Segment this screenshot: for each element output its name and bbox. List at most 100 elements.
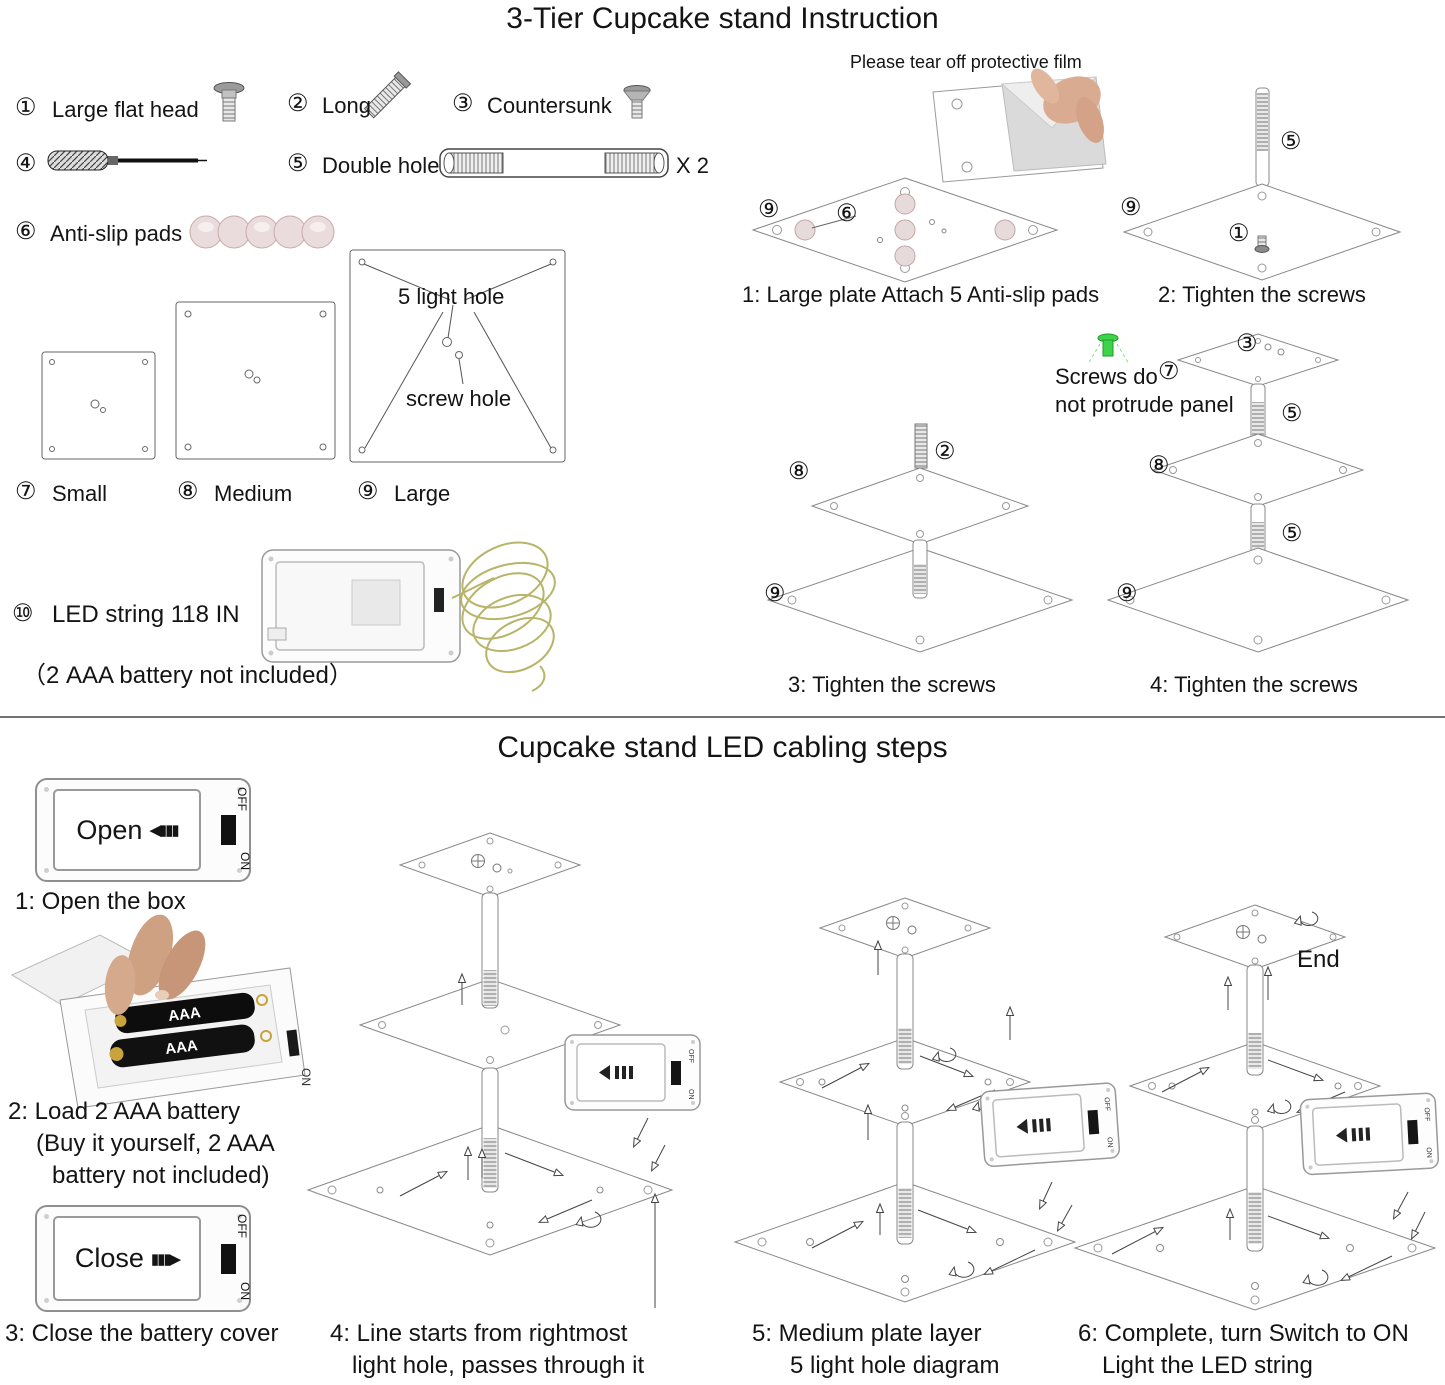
battery-box-open: Open ◀▮▮▮ OFF ON <box>35 778 252 882</box>
long-screw-icon <box>363 71 412 119</box>
battery-1-label: AAA <box>167 1004 201 1025</box>
open-arrow-icon: ◀▮▮▮ <box>149 822 179 839</box>
screw-dot <box>237 868 242 873</box>
screw-dot <box>44 787 49 792</box>
step4-label-8: ⑧ <box>1148 452 1170 479</box>
screw-note-line2: not protrude panel <box>1055 392 1234 417</box>
step2-label-9: ⑨ <box>1120 194 1142 221</box>
step1-label-9: ⑨ <box>758 196 780 223</box>
cable-path-arrows <box>811 942 1073 1278</box>
part-2-number: ② <box>287 90 309 117</box>
part-5-label: Double hole <box>322 153 440 178</box>
part-10-number: ⑩ <box>12 600 34 627</box>
part-1-number: ① <box>15 94 37 121</box>
small-plate-preview <box>41 351 156 460</box>
led-wire-coil <box>451 541 556 692</box>
cabling-step3: 3: Close the battery cover <box>5 1320 279 1347</box>
screw-dot <box>237 1214 242 1219</box>
close-label: Close <box>74 1243 144 1273</box>
hand-icon <box>1030 68 1104 143</box>
cabling-step2-line2: (Buy it yourself, 2 AAA <box>36 1130 275 1157</box>
stand-step4-diagram <box>306 832 701 1308</box>
battery-box-close: Close ▮▮▮▶ OFF ON <box>35 1205 252 1312</box>
on-label: ON <box>238 1282 252 1300</box>
screw-dot <box>237 787 242 792</box>
double-hole-connector-icon <box>439 148 669 178</box>
film-peel-diagram <box>932 68 1107 183</box>
cabling-step1: 1: Open the box <box>15 888 186 915</box>
on-label: ON <box>299 1068 313 1086</box>
part-3-label: Countersunk <box>487 93 612 118</box>
assembly-step1-caption: 1: Large plate Attach 5 Anti-slip pads <box>742 282 1100 307</box>
open-label: Open <box>76 814 143 845</box>
page-title: 3-Tier Cupcake stand Instruction <box>506 2 939 35</box>
step1-label-6: ⑥ <box>836 200 858 227</box>
close-arrow-icon: ▮▮▮▶ <box>150 1250 181 1268</box>
battery-2-label: AAA <box>164 1037 198 1058</box>
screw-dot <box>44 1298 49 1303</box>
part-9-number: ⑨ <box>357 478 379 505</box>
assembly-step2-caption: 2: Tighten the screws <box>1158 282 1366 307</box>
assembly-step1-diagram <box>751 177 1059 283</box>
assembly-step3-diagram <box>766 423 1074 653</box>
part-5-number: ⑤ <box>287 150 309 177</box>
cabling-step2-line1: 2: Load 2 AAA battery <box>8 1098 241 1125</box>
anti-slip-pads-icon <box>189 215 335 249</box>
part-8-number: ⑧ <box>177 478 199 505</box>
green-screw-icon <box>1087 333 1130 365</box>
end-label: End <box>1297 946 1340 973</box>
cable-path-arrows <box>399 975 666 1308</box>
part-4-number: ④ <box>15 150 37 177</box>
screw-dot <box>44 1214 49 1219</box>
step3-label-9: ⑨ <box>764 580 786 607</box>
cable-path-arrows <box>1111 911 1426 1286</box>
part-2-label: Long <box>322 93 371 118</box>
part-10-label: LED string 118 IN <box>52 601 240 628</box>
screw-note-line1: Screws do <box>1055 364 1158 389</box>
off-label: OFF <box>235 787 249 811</box>
power-switch <box>434 588 444 612</box>
medium-plate-preview <box>175 301 336 460</box>
stand-step5-diagram <box>733 897 1121 1303</box>
film-note: Please tear off protective film <box>850 52 1082 72</box>
cabling-step6-line2: Light the LED string <box>1102 1352 1313 1379</box>
led-battery-box-graphic <box>261 549 461 663</box>
part-8-label: Medium <box>214 481 293 506</box>
screw-dot <box>44 868 49 873</box>
flat-head-screw-icon <box>213 82 245 122</box>
battery-box-close-panel: Close ▮▮▮▶ <box>53 1216 201 1301</box>
step2-label-5: ⑤ <box>1280 128 1302 155</box>
step4-label-5a: ⑤ <box>1281 400 1303 427</box>
cabling-step2-line3: battery not included) <box>52 1162 270 1189</box>
power-switch <box>221 1243 236 1274</box>
stand-step6-diagram <box>1073 904 1440 1311</box>
step4-label-3: ③ <box>1236 330 1258 357</box>
battery-box-open-panel: Open ◀▮▮▮ <box>53 789 201 871</box>
part-1-label: Large flat head <box>52 97 199 122</box>
assembly-step4-caption: 4: Tighten the screws <box>1150 672 1358 697</box>
screwdriver-icon <box>47 150 207 171</box>
hand-icon <box>104 914 206 1015</box>
countersunk-screw-icon <box>622 85 652 119</box>
load-battery-photo: AAA AAA ON <box>10 914 313 1109</box>
part-6-label: Anti-slip pads <box>50 221 183 246</box>
part-7-number: ⑦ <box>15 478 37 505</box>
on-label: ON <box>238 852 252 870</box>
cabling-step6-line1: 6: Complete, turn Switch to ON <box>1078 1320 1409 1347</box>
screw-hole-label: screw hole <box>406 386 512 411</box>
step4-label-7: ⑦ <box>1158 358 1180 385</box>
step4-label-5b: ⑤ <box>1281 520 1303 547</box>
part-6-number: ⑥ <box>15 218 37 245</box>
power-switch <box>286 1029 300 1057</box>
light-hole-label: 5 light hole <box>398 284 505 309</box>
part-10-note: （2 AAA battery not included） <box>22 662 353 689</box>
assembly-step2-diagram <box>1122 87 1402 281</box>
part-5-qty: X 2 <box>676 153 710 178</box>
cabling-step4-line1: 4: Line starts from rightmost <box>330 1320 628 1347</box>
part-9-label: Large <box>394 481 451 506</box>
cabling-step5-line2: 5 light hole diagram <box>790 1352 1000 1379</box>
section-title-cabling: Cupcake stand LED cabling steps <box>497 731 948 764</box>
cabling-step5-line1: 5: Medium plate layer <box>752 1320 982 1347</box>
